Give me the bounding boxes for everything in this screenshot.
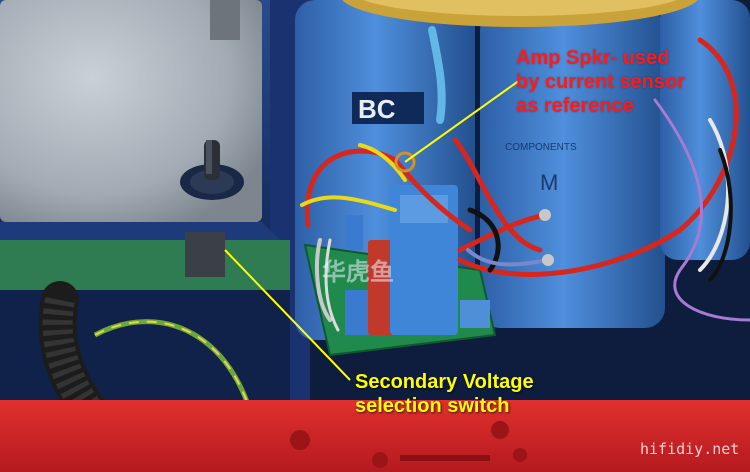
amp-annotation-line-1: Amp Spkr- used: [516, 47, 670, 69]
svg-text:COMPONENTS: COMPONENTS: [505, 142, 577, 153]
current-sensor-pcb: [303, 185, 497, 357]
toggle-switch: [180, 140, 244, 200]
wire-harness: [300, 26, 750, 332]
switch-annotation-line-2: selection switch: [355, 395, 510, 417]
amp-annotation-line-2: by current sensor: [516, 71, 685, 93]
svg-text:BC: BC: [358, 94, 396, 124]
transformer: [0, 0, 280, 245]
amp-spkr-annotation: Amp Spkr- used by current sensor as refe…: [516, 46, 685, 118]
site-watermark: hifidiy.net: [640, 440, 740, 458]
svg-text:M: M: [540, 170, 558, 195]
voltage-switch-annotation: Secondary Voltage selection switch: [355, 370, 534, 418]
amp-pointer-line: [404, 79, 521, 163]
amp-annotation-line-3: as reference: [516, 95, 634, 117]
switch-annotation-line-1: Secondary Voltage: [355, 371, 534, 393]
center-watermark: 华虎鱼: [322, 258, 394, 286]
switch-pointer-line: [224, 249, 351, 381]
